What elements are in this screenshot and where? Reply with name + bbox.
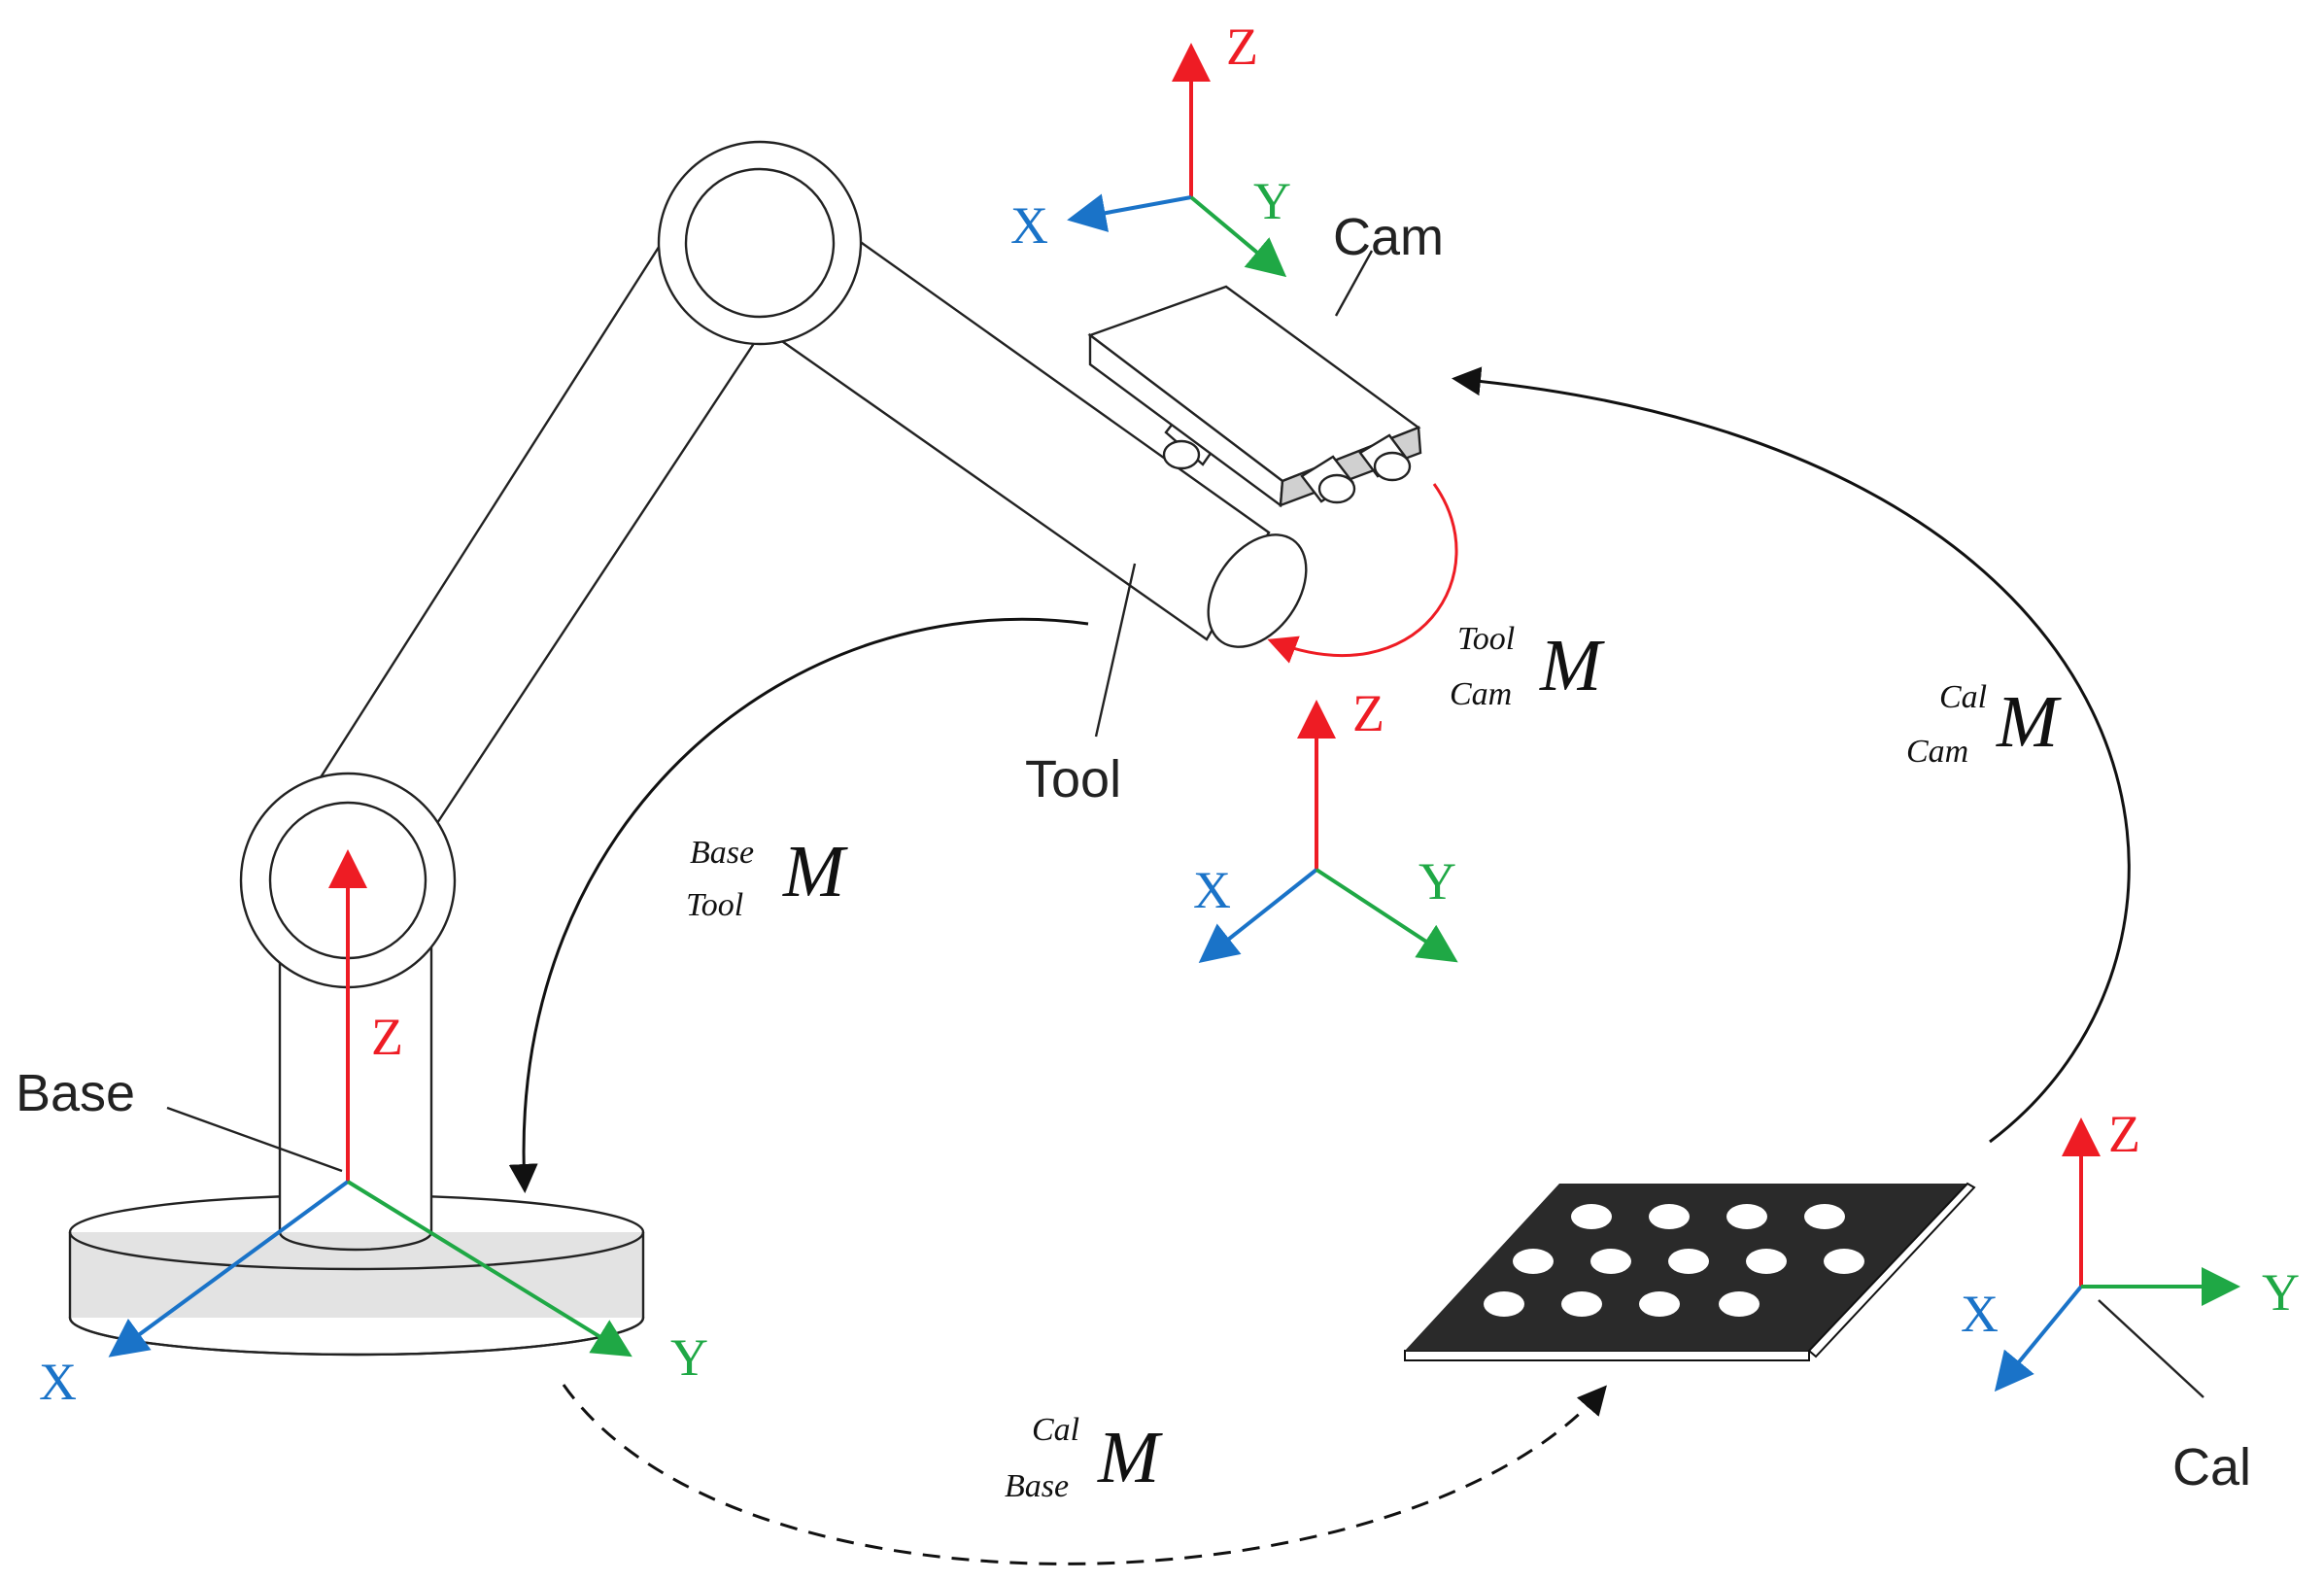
tool-leader xyxy=(1094,563,1137,738)
camera-lens-left xyxy=(1300,455,1356,504)
matrix-tool-cam: Tool Cam M xyxy=(1450,621,1605,712)
cal-leader xyxy=(2098,1299,2204,1398)
tool-z-label: Z xyxy=(1352,684,1384,742)
cam-label: Cam xyxy=(1333,208,1444,266)
cal-z-label: Z xyxy=(2108,1105,2140,1163)
camera-lens-right xyxy=(1358,433,1412,482)
base-tool-arrow xyxy=(508,617,1089,1193)
camera xyxy=(1087,285,1422,508)
base-y-label: Y xyxy=(670,1328,708,1387)
base-x-label: X xyxy=(39,1353,77,1411)
tool-x-label: X xyxy=(1193,861,1231,919)
calibration-dot-7 xyxy=(1668,1249,1709,1274)
cam-leader xyxy=(1334,250,1374,317)
svg-text:M: M xyxy=(1996,681,2062,763)
calibration-dot-11 xyxy=(1561,1291,1602,1317)
svg-text:Cam: Cam xyxy=(1450,676,1512,712)
matrix-cal-cam: Cal Cam M xyxy=(1906,679,2062,770)
calibration-dot-10 xyxy=(1484,1291,1524,1317)
calibration-dot-4 xyxy=(1804,1204,1845,1229)
calibration-dot-6 xyxy=(1590,1249,1631,1274)
base-z-label: Z xyxy=(371,1008,403,1066)
cal-base-arrow xyxy=(562,1384,1607,1565)
tool-x-axis xyxy=(1198,868,1318,963)
calibration-dot-12 xyxy=(1639,1291,1680,1317)
calibration-dot-grid xyxy=(1484,1204,1864,1317)
calibration-plate xyxy=(1404,1182,1976,1361)
base-label: Base xyxy=(16,1064,135,1122)
cal-x-axis xyxy=(1994,1285,2083,1392)
transform-arrows xyxy=(508,366,2131,1565)
base-x-axis xyxy=(108,1180,350,1358)
svg-text:Tool: Tool xyxy=(1457,621,1515,657)
tool-flange xyxy=(1207,533,1308,648)
robot-arm xyxy=(68,140,1422,1357)
camera-frame: Z X Y xyxy=(1010,17,1291,278)
cal-frame: Z X Y xyxy=(1961,1105,2300,1392)
calibration-dot-5 xyxy=(1513,1249,1554,1274)
tool-y-axis xyxy=(1315,868,1458,963)
cal-cam-arrow xyxy=(1452,366,2131,1144)
svg-text:Tool: Tool xyxy=(686,887,743,923)
calibration-dot-2 xyxy=(1649,1204,1690,1229)
cam-y-label: Y xyxy=(1253,172,1291,230)
svg-text:Cam: Cam xyxy=(1906,734,1968,770)
cam-y-axis xyxy=(1189,195,1287,278)
svg-text:Base: Base xyxy=(690,835,754,871)
tool-cam-rotation-arrow xyxy=(1267,483,1458,664)
base-leader xyxy=(166,1106,343,1173)
component-labels: Cam Tool Base Cal xyxy=(16,208,2251,1496)
calibration-dot-13 xyxy=(1719,1291,1760,1317)
tool-frame: Z X Y xyxy=(1193,684,1458,963)
svg-text:M: M xyxy=(1097,1417,1163,1498)
cam-x-label: X xyxy=(1010,196,1048,255)
matrix-base-tool: Base Tool M xyxy=(686,831,848,923)
cal-x-label: X xyxy=(1961,1285,1999,1343)
base-y-axis xyxy=(346,1180,632,1358)
tool-y-label: Y xyxy=(1418,852,1456,911)
tool-label: Tool xyxy=(1025,750,1121,808)
svg-text:Base: Base xyxy=(1005,1468,1069,1504)
svg-text:M: M xyxy=(782,831,848,912)
calibration-dot-8 xyxy=(1746,1249,1787,1274)
elbow-joint xyxy=(657,140,863,346)
svg-text:M: M xyxy=(1539,625,1605,706)
matrix-labels: Tool Cam M Cal Cam M Base Tool M Cal Bas… xyxy=(686,621,2062,1504)
svg-text:Cal: Cal xyxy=(1032,1412,1079,1448)
base-frame: Z X Y xyxy=(39,849,708,1411)
cal-y-label: Y xyxy=(2262,1263,2300,1322)
calibration-dot-9 xyxy=(1824,1249,1864,1274)
matrix-cal-base: Cal Base M xyxy=(1005,1412,1163,1504)
cal-label: Cal xyxy=(2172,1438,2251,1496)
leader-lines xyxy=(166,250,2204,1398)
cam-z-label: Z xyxy=(1226,17,1258,76)
cam-x-axis xyxy=(1067,193,1192,232)
calibration-dot-1 xyxy=(1571,1204,1612,1229)
calibration-dot-3 xyxy=(1726,1204,1767,1229)
svg-text:Cal: Cal xyxy=(1939,679,1987,715)
